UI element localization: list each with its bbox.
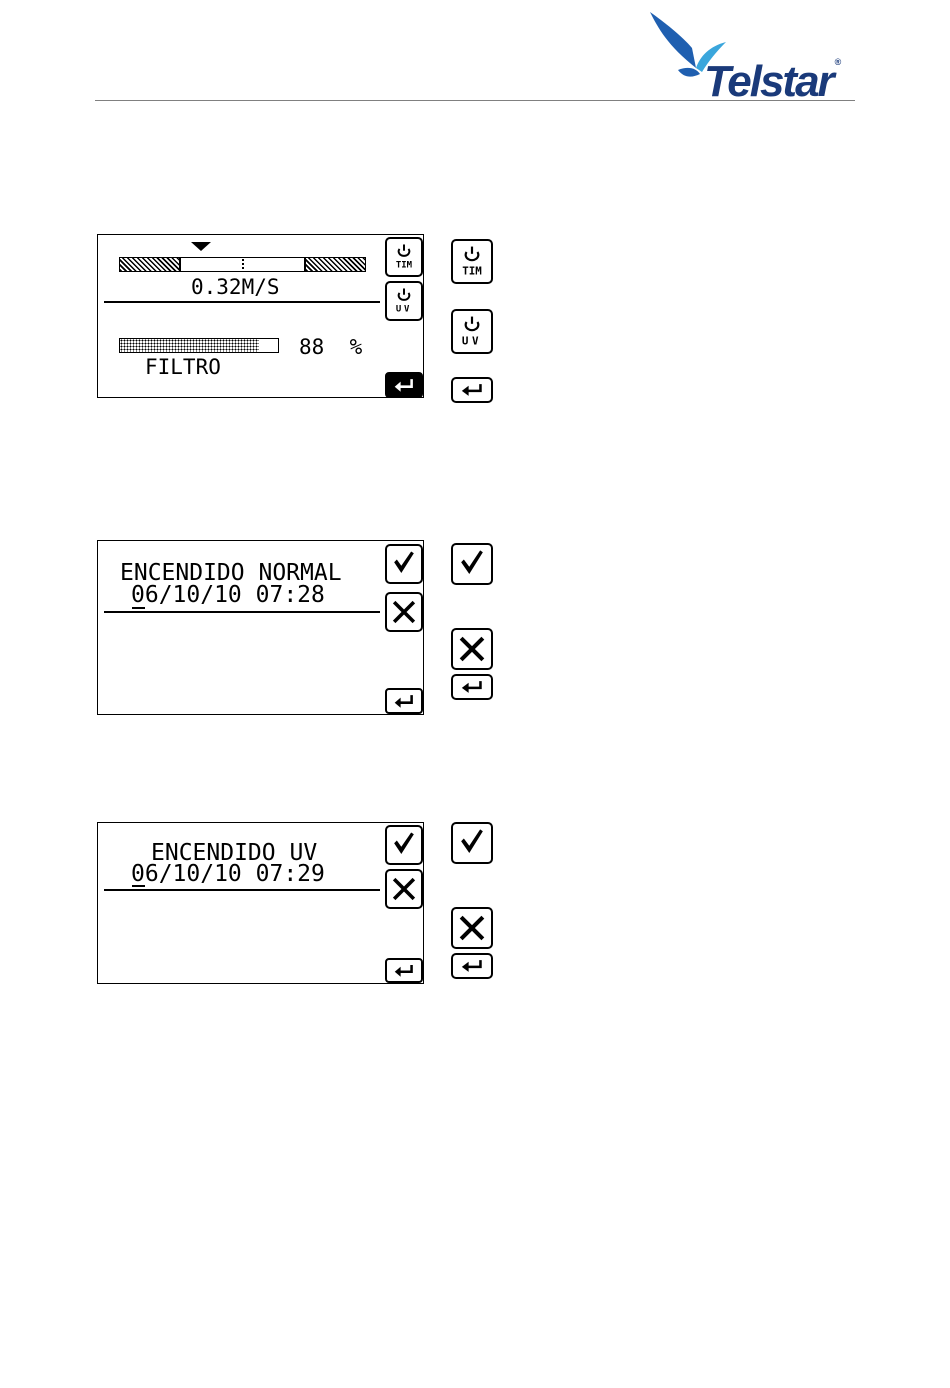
filter-percent-value: 88: [299, 335, 324, 359]
velocity-marker-icon: [191, 242, 211, 252]
velocity-bar: [119, 257, 366, 272]
cancel-key[interactable]: [385, 592, 423, 632]
tim-key-legend-icon: TIM: [451, 239, 493, 284]
lcd-screen-normal-start: ENCENDIDO NORMAL 06/10/10 07:28: [97, 540, 424, 715]
screen-divider: [104, 301, 380, 303]
enter-key-legend-icon: [451, 377, 493, 403]
confirm-key[interactable]: [385, 544, 423, 584]
confirm-key-legend-icon: [451, 543, 493, 585]
uv-key-label: UV: [396, 305, 412, 315]
lcd-screen-uv-start: ENCENDIDO UV 06/10/10 07:29: [97, 822, 424, 984]
filter-percent-unit: %: [350, 335, 363, 359]
enter-key[interactable]: [385, 958, 423, 983]
screen-divider: [104, 611, 380, 613]
velocity-bar-center-tick: [242, 259, 246, 269]
velocity-value: 0.32M/S: [191, 277, 280, 298]
cancel-key-legend-icon: [451, 628, 493, 670]
velocity-bar-divider: [179, 258, 181, 271]
tim-key[interactable]: TIM: [385, 237, 423, 277]
screen-divider: [104, 889, 380, 891]
confirm-key-legend-icon: [451, 822, 493, 864]
velocity-bar-high-zone: [306, 258, 365, 271]
enter-key-legend-icon: [451, 674, 493, 700]
uv-key[interactable]: UV: [385, 281, 423, 321]
cancel-key-legend-icon: [451, 907, 493, 949]
uv-key-legend-icon: UV: [451, 309, 493, 354]
screen2-datetime: 06/10/10 07:28: [131, 584, 325, 607]
trademark: ®: [835, 57, 842, 67]
enter-key-legend-icon: [451, 953, 493, 979]
uv-legend-label: UV: [462, 335, 482, 348]
cursor-underline: [132, 607, 145, 609]
velocity-bar-low-zone: [120, 258, 179, 271]
filter-label: FILTRO: [145, 357, 221, 378]
brand-name: Telstar: [704, 57, 833, 106]
confirm-key[interactable]: [385, 825, 423, 865]
screen3-datetime: 06/10/10 07:29: [131, 863, 325, 886]
enter-key[interactable]: [385, 372, 423, 398]
tim-legend-label: TIM: [462, 265, 482, 278]
header-rule: [95, 100, 855, 101]
filter-percent: 88 %: [299, 337, 362, 358]
cursor-underline: [132, 885, 145, 887]
lcd-screen-main: 0.32M/S 88 % FILTRO TIM UV: [97, 234, 424, 398]
cancel-key[interactable]: [385, 869, 423, 909]
tim-key-label: TIM: [396, 261, 412, 271]
filter-level-bar: [119, 338, 279, 353]
enter-key[interactable]: [385, 688, 423, 714]
filter-level-fill: [120, 339, 259, 352]
